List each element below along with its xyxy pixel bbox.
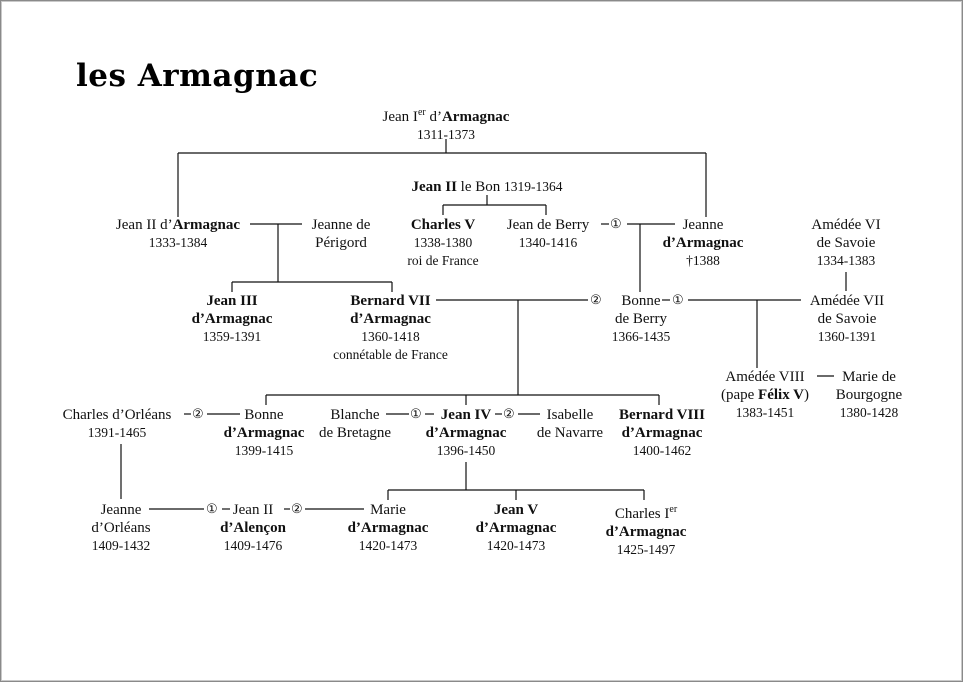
person-jean-de-berry: Jean de Berry 1340-1416 bbox=[506, 217, 590, 250]
marriage-order-mark: ① bbox=[205, 501, 219, 516]
person-amedee-6: Amédée VI de Savoie 1334-1383 bbox=[811, 217, 881, 268]
person-jeanne-d-orleans: Jeanne d’Orléans 1409-1432 bbox=[91, 502, 151, 553]
person-bonne-armagnac: Bonne d’Armagnac 1399-1415 bbox=[223, 407, 305, 458]
person-bonne-de-berry: Bonne de Berry 1366-1435 bbox=[611, 293, 671, 344]
marriage-order-mark: ① bbox=[409, 406, 423, 421]
person-charles-1: Charles Ier d’Armagnac 1425-1497 bbox=[605, 504, 687, 557]
person-charles-d-orleans: Charles d’Orléans 1391-1465 bbox=[62, 407, 172, 440]
person-jean-3: Jean III d’Armagnac 1359-1391 bbox=[191, 293, 273, 344]
marriage-order-mark: ② bbox=[589, 292, 603, 307]
person-amedee-7: Amédée VII de Savoie 1360-1391 bbox=[809, 293, 885, 344]
person-bernard-8: Bernard VIII d’Armagnac 1400-1462 bbox=[619, 407, 705, 458]
person-marie-de-bourgogne: Marie de Bourgogne 1380-1428 bbox=[835, 369, 903, 420]
person-bernard-7: Bernard VII d’Armagnac 1360-1418 connéta… bbox=[333, 293, 448, 362]
person-jean-2-armagnac: Jean II d’Armagnac 1333-1384 bbox=[115, 217, 241, 250]
person-amedee-8: Amédée VIII (pape Félix V) 1383-1451 bbox=[720, 369, 810, 420]
page-title: les Armagnac bbox=[76, 58, 319, 94]
marriage-order-mark: ② bbox=[191, 406, 205, 421]
person-jean-4: Jean IV d’Armagnac 1396-1450 bbox=[425, 407, 507, 458]
person-jean-1-armagnac: Jean Ier d’Armagnac 1311-1373 bbox=[382, 107, 510, 142]
person-jeanne-de-perigord: Jeanne de Périgord bbox=[311, 217, 371, 251]
marriage-order-mark: ① bbox=[609, 216, 623, 231]
marriage-order-mark: ② bbox=[502, 406, 516, 421]
person-marie-armagnac: Marie d’Armagnac 1420-1473 bbox=[347, 502, 429, 553]
person-jean-2-le-bon: Jean II le Bon 1319-1364 bbox=[411, 179, 563, 195]
person-charles-5: Charles V 1338-1380 roi de France bbox=[407, 217, 479, 268]
person-jean-2-alencon: Jean II d’Alençon 1409-1476 bbox=[220, 502, 286, 553]
person-jeanne-armagnac: Jeanne d’Armagnac †1388 bbox=[662, 217, 744, 268]
marriage-order-mark: ② bbox=[290, 501, 304, 516]
person-blanche-de-bretagne: Blanche de Bretagne bbox=[318, 407, 392, 441]
person-isabelle-de-navarre: Isabelle de Navarre bbox=[536, 407, 604, 441]
person-jean-5: Jean V d’Armagnac 1420-1473 bbox=[475, 502, 557, 553]
marriage-order-mark: ① bbox=[671, 292, 685, 307]
